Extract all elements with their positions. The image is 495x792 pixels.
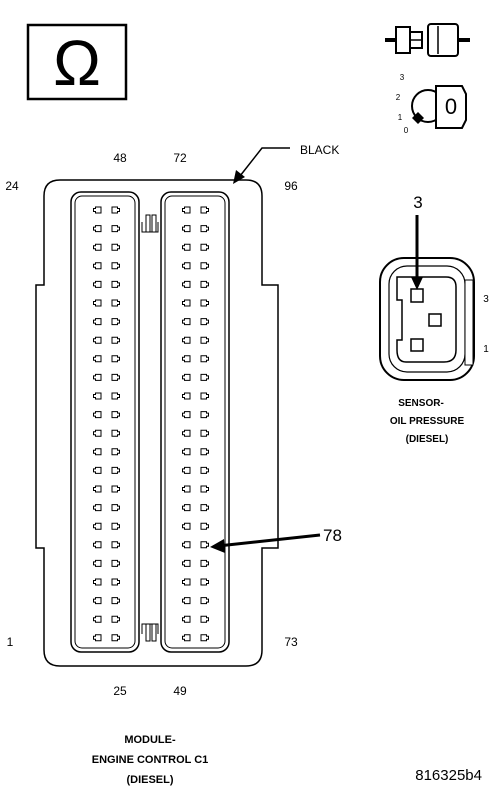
- key-position-1: 1: [398, 113, 403, 122]
- sensor-caption-line-1: SENSOR-: [398, 398, 444, 409]
- sensor-pin-label-1: 1: [483, 344, 489, 355]
- ecm-pin-label-96: 96: [284, 179, 298, 193]
- color-callout: BLACK: [233, 143, 339, 184]
- ecm-pin-label-72: 72: [173, 151, 187, 165]
- key-position-3: 3: [400, 73, 405, 82]
- ecm-caption-line-1: MODULE-: [124, 734, 176, 746]
- ohmmeter-symbol: Ω: [26, 23, 128, 101]
- ohm-icon: Ω: [53, 27, 101, 99]
- ignition-key-icon: 0 3 2 1 0: [396, 73, 467, 135]
- figure-id: 816325b4: [415, 767, 482, 784]
- ecm-caption-line-2: ENGINE CONTROL C1: [92, 754, 209, 766]
- sensor-caption-line-3: (DIESEL): [406, 434, 449, 445]
- sensor-callout-pin-number: 3: [413, 193, 422, 212]
- key-face-label: 0: [445, 94, 457, 119]
- connector-disconnect-icon: [385, 23, 470, 57]
- oil-pressure-sensor-connector: [379, 215, 475, 381]
- key-position-2: 2: [396, 93, 401, 102]
- ecm-callout-pin-number: 78: [323, 526, 342, 545]
- ecm-pin-label-73: 73: [284, 635, 298, 649]
- ecm-pin-label-48: 48: [113, 151, 127, 165]
- sensor-caption-line-2: OIL PRESSURE: [390, 416, 465, 427]
- ecm-pin-78-callout: 78: [210, 526, 342, 553]
- sensor-pin-label-3: 3: [483, 294, 489, 305]
- connector-color-label: BLACK: [300, 143, 339, 157]
- key-position-0: 0: [404, 126, 409, 135]
- ecm-pin-label-25: 25: [113, 684, 127, 698]
- ecm-connector: [35, 179, 279, 667]
- ecm-caption-line-3: (DIESEL): [126, 774, 173, 786]
- ecm-pin-label-1: 1: [7, 635, 14, 649]
- ecm-pin-label-49: 49: [173, 684, 187, 698]
- ecm-pin-label-24: 24: [5, 179, 19, 193]
